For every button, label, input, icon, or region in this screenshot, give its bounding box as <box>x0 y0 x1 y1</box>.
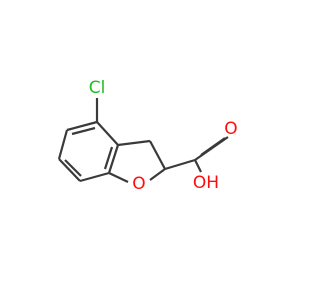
atom-labels: Cl O O OH <box>89 78 238 194</box>
carbonyl-oxygen-atom: O <box>224 119 237 139</box>
molecule-structure: Cl O O OH <box>57 78 238 194</box>
bond-c7-c7a <box>79 171 110 183</box>
bond-c6-c7 <box>58 158 81 182</box>
hydroxyl-group: OH <box>193 173 219 193</box>
bond-c3-c2 <box>149 140 166 170</box>
bond-c4-c5-inner <box>71 126 96 136</box>
bond-c4-c5 <box>66 120 98 132</box>
bond-c2-ccooh <box>164 158 196 171</box>
bond-c6-c7-inner <box>64 159 82 177</box>
bond-c3a-c4 <box>96 121 119 146</box>
bond-c3a-c3 <box>117 139 151 147</box>
bond-lines <box>57 98 229 183</box>
bond-c2-o1 <box>149 168 166 181</box>
chlorine-atom: Cl <box>89 78 106 98</box>
bond-o1-c7a <box>108 172 129 183</box>
bond-c-o-double-b <box>200 137 226 156</box>
bond-c-oh <box>194 159 202 173</box>
bond-c7a-c3a-inner <box>103 146 114 170</box>
bond-c5-c6 <box>57 129 69 160</box>
bond-c7a-c3a <box>107 144 120 174</box>
ring-oxygen-atom: O <box>132 174 145 194</box>
